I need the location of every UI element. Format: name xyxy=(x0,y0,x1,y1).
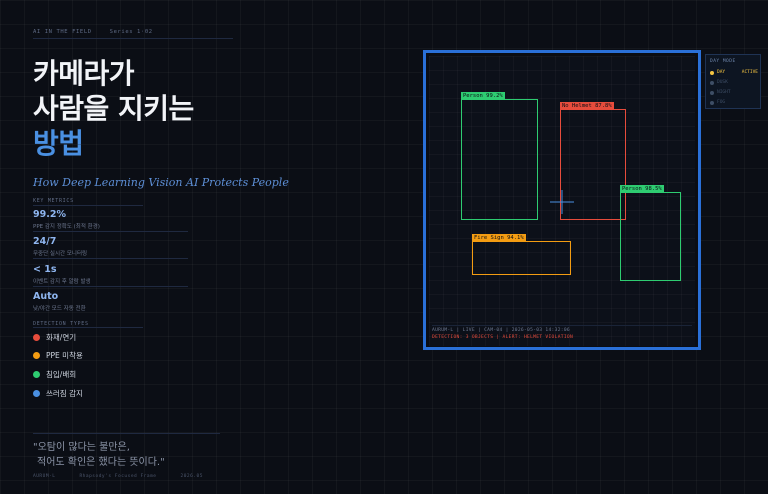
metric-divider xyxy=(33,231,188,232)
mode-dot-icon xyxy=(710,100,714,105)
mode-label: FOG xyxy=(717,100,726,105)
status-line-1: AURUM-L | LIVE | CAM-04 | 2026-05-03 14:… xyxy=(432,328,570,333)
detection-type-item: PPE 미착용 xyxy=(33,350,83,361)
mode-label: NIGHT xyxy=(717,90,731,95)
metric-item: 99.2% PPE 감지 정확도 (최적 환경) xyxy=(33,209,100,230)
metric-value: 99.2% xyxy=(33,209,66,220)
metric-item: Auto 낮/야간 모드 자동 전환 xyxy=(33,291,86,312)
footer: AURUM·L Rhapsody's Focused Frame 2026.05 xyxy=(33,474,227,479)
mode-label: DAY xyxy=(717,70,726,75)
title-line-2: 사람을 지키는 xyxy=(33,92,194,125)
ppe-dot-icon xyxy=(33,352,40,359)
detection-box-person-1[interactable]: Person 99.2% xyxy=(461,92,538,220)
detection-type-label: 쓰러짐 감지 xyxy=(46,389,83,398)
detection-label: Person 98.5% xyxy=(620,185,664,193)
metric-value: < 1s xyxy=(33,264,57,275)
status-line-2: DETECTION: 3 OBJECTS | ALERT: HELMET VIO… xyxy=(432,335,574,340)
detection-label: Fire Sign 94.1% xyxy=(472,234,526,242)
intrusion-dot-icon xyxy=(33,371,40,378)
header-divider xyxy=(33,38,233,39)
metrics-divider xyxy=(33,205,143,206)
camera-feed: Person 99.2% No Helmet 87.8% Person 98.5… xyxy=(429,56,695,346)
detection-box-person-2[interactable]: Person 98.5% xyxy=(620,185,681,281)
footer-date: 2026.05 xyxy=(180,474,203,479)
detection-type-label: 화재/연기 xyxy=(46,333,77,342)
crosshair-icon xyxy=(550,190,574,214)
mode-dot-icon xyxy=(710,70,714,75)
fire-dot-icon xyxy=(33,334,40,341)
detection-type-label: PPE 미착용 xyxy=(46,351,83,360)
detection-label: Person 99.2% xyxy=(461,92,505,100)
detection-type-label: 침입/배회 xyxy=(46,370,77,379)
detection-divider xyxy=(33,327,143,328)
metric-desc: PPE 감지 정확도 (최적 환경) xyxy=(33,224,100,230)
metric-divider xyxy=(33,286,188,287)
detection-type-item: 쓰러짐 감지 xyxy=(33,388,83,399)
detection-label: No Helmet 87.8% xyxy=(560,102,614,110)
footer-author: AURUM·L xyxy=(33,474,56,479)
page-title: 카메라가 사람을 지키는 방법 xyxy=(33,56,194,161)
mode-item-night[interactable]: NIGHT xyxy=(710,90,758,95)
day-mode-title: DAY MODE xyxy=(710,59,736,64)
mode-item-dusk[interactable]: DUSK xyxy=(710,80,758,85)
mode-dot-icon xyxy=(710,80,714,85)
quote-line-2: 적어도 확인은 했다는 뜻이다." xyxy=(37,457,165,468)
metric-desc: 무중단 실시간 모니터링 xyxy=(33,251,88,257)
footer-series: Rhapsody's Focused Frame xyxy=(79,474,157,479)
metric-desc: 이벤트 감지 후 알람 발생 xyxy=(33,279,91,285)
quote: "오탐이 많다는 불만은, 적어도 확인은 했다는 뜻이다." xyxy=(33,440,165,470)
metric-desc: 낮/야간 모드 자동 전환 xyxy=(33,306,86,312)
detection-type-item: 침입/배회 xyxy=(33,369,76,380)
mode-item-day[interactable]: DAY ACTIVE xyxy=(710,70,758,75)
detection-box-fire-sign[interactable]: Fire Sign 94.1% xyxy=(472,234,571,275)
quote-divider xyxy=(33,433,220,434)
title-line-3: 방법 xyxy=(33,127,84,160)
metric-item: 24/7 무중단 실시간 모니터링 xyxy=(33,236,87,257)
fall-dot-icon xyxy=(33,390,40,397)
metric-divider xyxy=(33,258,188,259)
mode-item-fog[interactable]: FOG xyxy=(710,100,758,105)
metric-item: < 1s 이벤트 감지 후 알람 발생 xyxy=(33,264,91,285)
metric-value: 24/7 xyxy=(33,236,57,247)
quote-line-1: "오탐이 많다는 불만은, xyxy=(33,442,130,453)
day-mode-panel: DAY MODE DAY ACTIVE DUSK NIGHT FOG xyxy=(705,54,761,109)
detection-box-no-helmet[interactable]: No Helmet 87.8% xyxy=(560,102,626,220)
mode-label: DUSK xyxy=(717,80,728,85)
status-divider xyxy=(432,325,692,326)
subtitle: How Deep Learning Vision AI Protects Peo… xyxy=(33,176,289,189)
kicker-label: AI IN THE FIELD xyxy=(33,29,92,35)
series-header: AI IN THE FIELD Series 1·02 xyxy=(33,29,153,35)
mode-status: ACTIVE xyxy=(741,70,758,75)
mode-dot-icon xyxy=(710,90,714,95)
detection-type-item: 화재/연기 xyxy=(33,332,76,343)
title-line-1: 카메라가 xyxy=(33,57,135,90)
metric-value: Auto xyxy=(33,291,59,302)
detection-section-label: DETECTION TYPES xyxy=(33,321,89,327)
metrics-section-label: KEY METRICS xyxy=(33,198,74,204)
series-label: Series 1·02 xyxy=(109,29,153,35)
